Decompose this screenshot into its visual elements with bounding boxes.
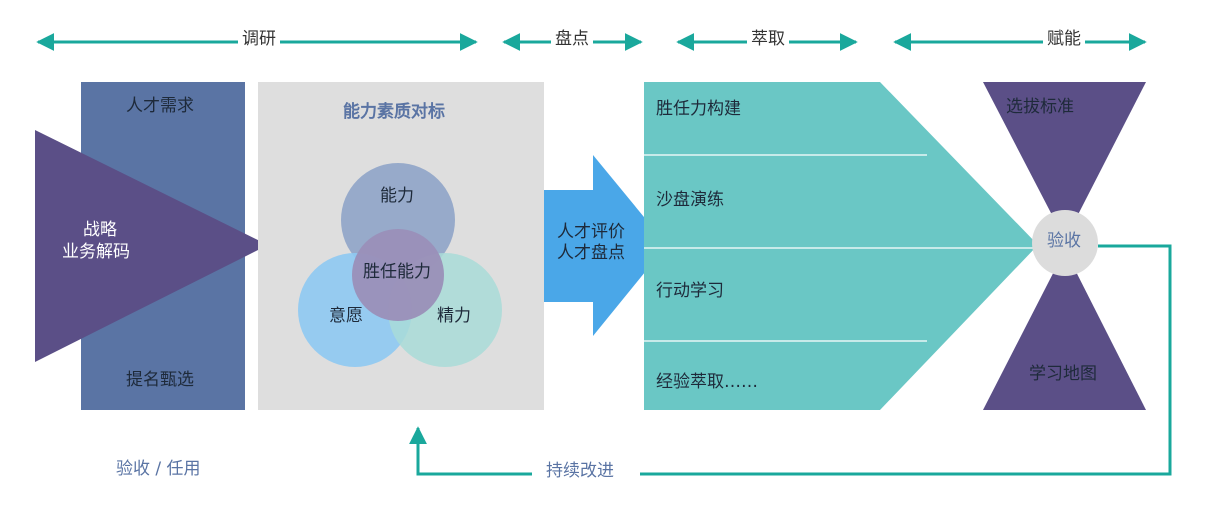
hourglass-top <box>983 82 1146 240</box>
circle-ability-label: 能力 <box>380 186 414 206</box>
circle-center-label: 胜任能力 <box>363 262 431 282</box>
evaluation-arrow <box>544 155 667 336</box>
talent-box-top-label: 人才需求 <box>126 96 194 116</box>
phase-label-research: 调研 <box>238 31 280 48</box>
circle-energy-label: 精力 <box>437 306 471 326</box>
phase-label-empower: 赋能 <box>1043 31 1085 48</box>
improve-loop-line <box>640 244 1172 476</box>
improve-loop-arrow <box>409 426 532 476</box>
evaluation-label-line1: 人才评价 <box>557 222 625 242</box>
extract-block <box>644 82 1038 410</box>
circle-center <box>352 229 444 321</box>
hourglass-bottom-label: 学习地图 <box>1029 364 1097 384</box>
continuous-improvement-label: 持续改进 <box>546 461 614 481</box>
extract-item-1: 胜任力构建 <box>656 99 741 119</box>
circle-willingness-label: 意愿 <box>329 306 363 326</box>
strategy-label-line2: 业务解码 <box>62 242 130 262</box>
competency-panel-title: 能力素质对标 <box>343 102 445 122</box>
strategy-triangle <box>35 130 268 362</box>
phase-label-extract: 萃取 <box>747 31 789 48</box>
talent-box-bottom-label: 提名甄选 <box>126 370 194 390</box>
strategy-label-line1: 战略 <box>83 220 117 240</box>
phase-label-inventory: 盘点 <box>551 31 593 48</box>
extract-item-4: 经验萃取…… <box>656 372 758 392</box>
hourglass-top-label: 选拔标准 <box>1006 97 1074 117</box>
hourglass-bottom <box>983 250 1146 410</box>
acceptance-circle <box>1032 210 1098 276</box>
acceptance-appointment-label: 验收 / 任用 <box>116 459 201 479</box>
acceptance-circle-label: 验收 <box>1047 231 1081 251</box>
evaluation-label-line2: 人才盘点 <box>557 243 625 263</box>
extract-item-2: 沙盘演练 <box>656 190 724 210</box>
extract-item-3: 行动学习 <box>656 281 724 301</box>
